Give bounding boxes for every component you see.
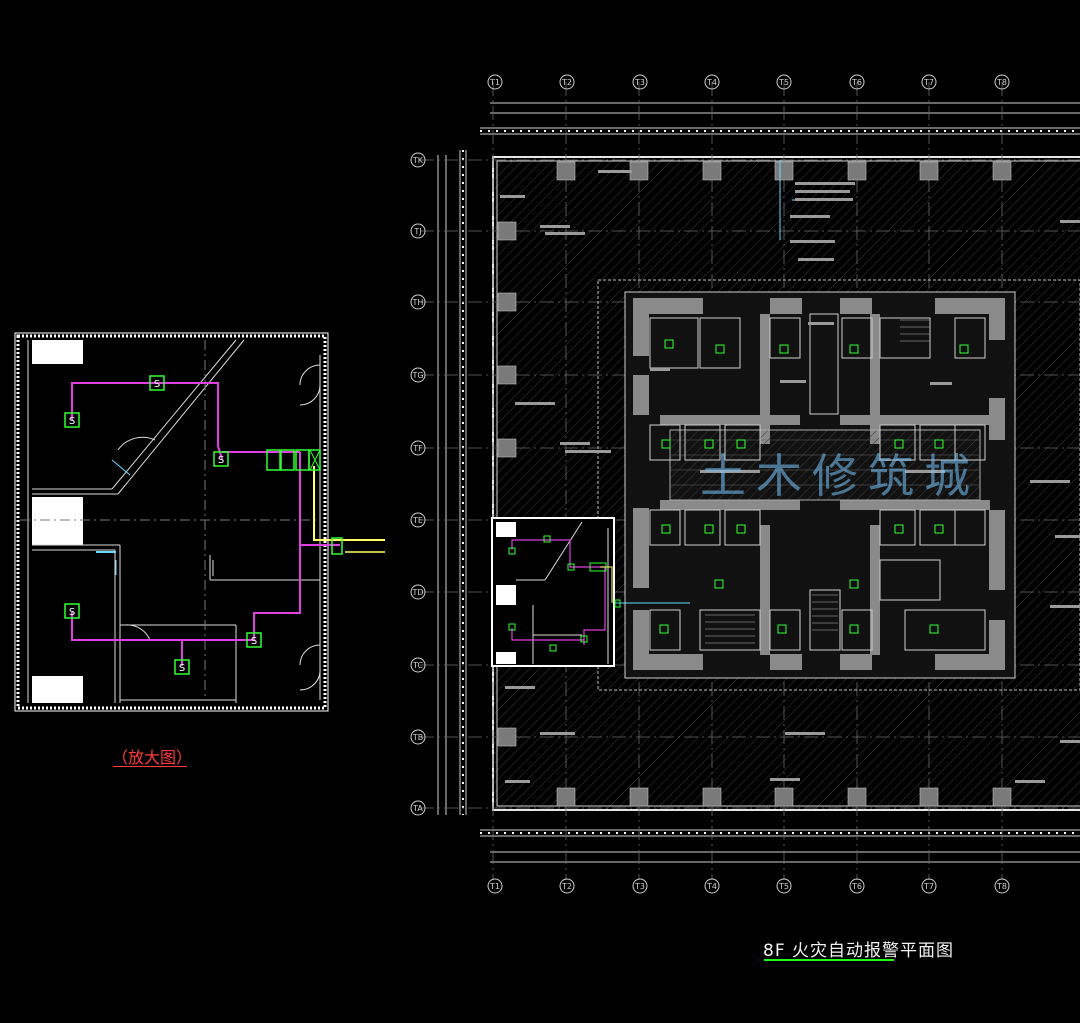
grid-tag-top: T3 (634, 78, 645, 87)
watermark: 土木修筑城 (700, 449, 980, 503)
device-symbol: S (69, 607, 75, 618)
grid-tag-left: TH (412, 298, 424, 307)
device-symbol: S (69, 416, 75, 427)
grid-tag-top: T5 (778, 78, 789, 87)
grid-tag-left: TA (412, 804, 423, 813)
grid-tag-left: TF (412, 444, 423, 453)
grid-tag-top: T1 (489, 78, 500, 87)
grid-tag-top: T8 (996, 78, 1007, 87)
zoom-area-inset (491, 517, 621, 667)
grid-tag-left: TK (412, 156, 424, 165)
zoom-caption-underline (113, 766, 187, 767)
device-symbol: S (218, 455, 224, 466)
grid-tag-left: TB (412, 733, 423, 742)
grid-tag-bottom: T7 (923, 882, 934, 891)
drawing-title: 8F 火灾自动报警平面图 (763, 941, 954, 961)
grid-tag-bottom: T3 (634, 882, 645, 891)
grid-tag-bottom: T5 (778, 882, 789, 891)
grid-tag-left: TC (412, 661, 423, 670)
device-symbol: S (179, 663, 185, 674)
grid-tag-left: TE (412, 516, 423, 525)
device-symbol: S (154, 379, 160, 390)
grid-tag-bottom: T8 (996, 882, 1007, 891)
grid-tag-bottom: T2 (561, 882, 572, 891)
grid-tag-top: T4 (706, 78, 717, 87)
grid-tag-bottom: T4 (706, 882, 717, 891)
grid-tag-left: TG (411, 371, 423, 380)
grid-tag-left: TD (411, 588, 423, 597)
floor-plan: T1 T2 T3 T4 T5 T6 T7 T8 T1 T2 T3 T4 T5 T… (410, 74, 1080, 894)
grid-tag-left: TJ (413, 227, 421, 236)
grid-tag-top: T6 (851, 78, 862, 87)
zoom-detail: S S S S S S (14, 332, 385, 712)
drawing-title-underline (764, 959, 894, 961)
grid-tag-bottom: T6 (851, 882, 862, 891)
device-symbol: S (251, 636, 257, 647)
grid-tag-top: T2 (561, 78, 572, 87)
grid-tag-bottom: T1 (489, 882, 500, 891)
zoom-caption: （放大图） (112, 748, 193, 767)
grid-tag-top: T7 (923, 78, 934, 87)
